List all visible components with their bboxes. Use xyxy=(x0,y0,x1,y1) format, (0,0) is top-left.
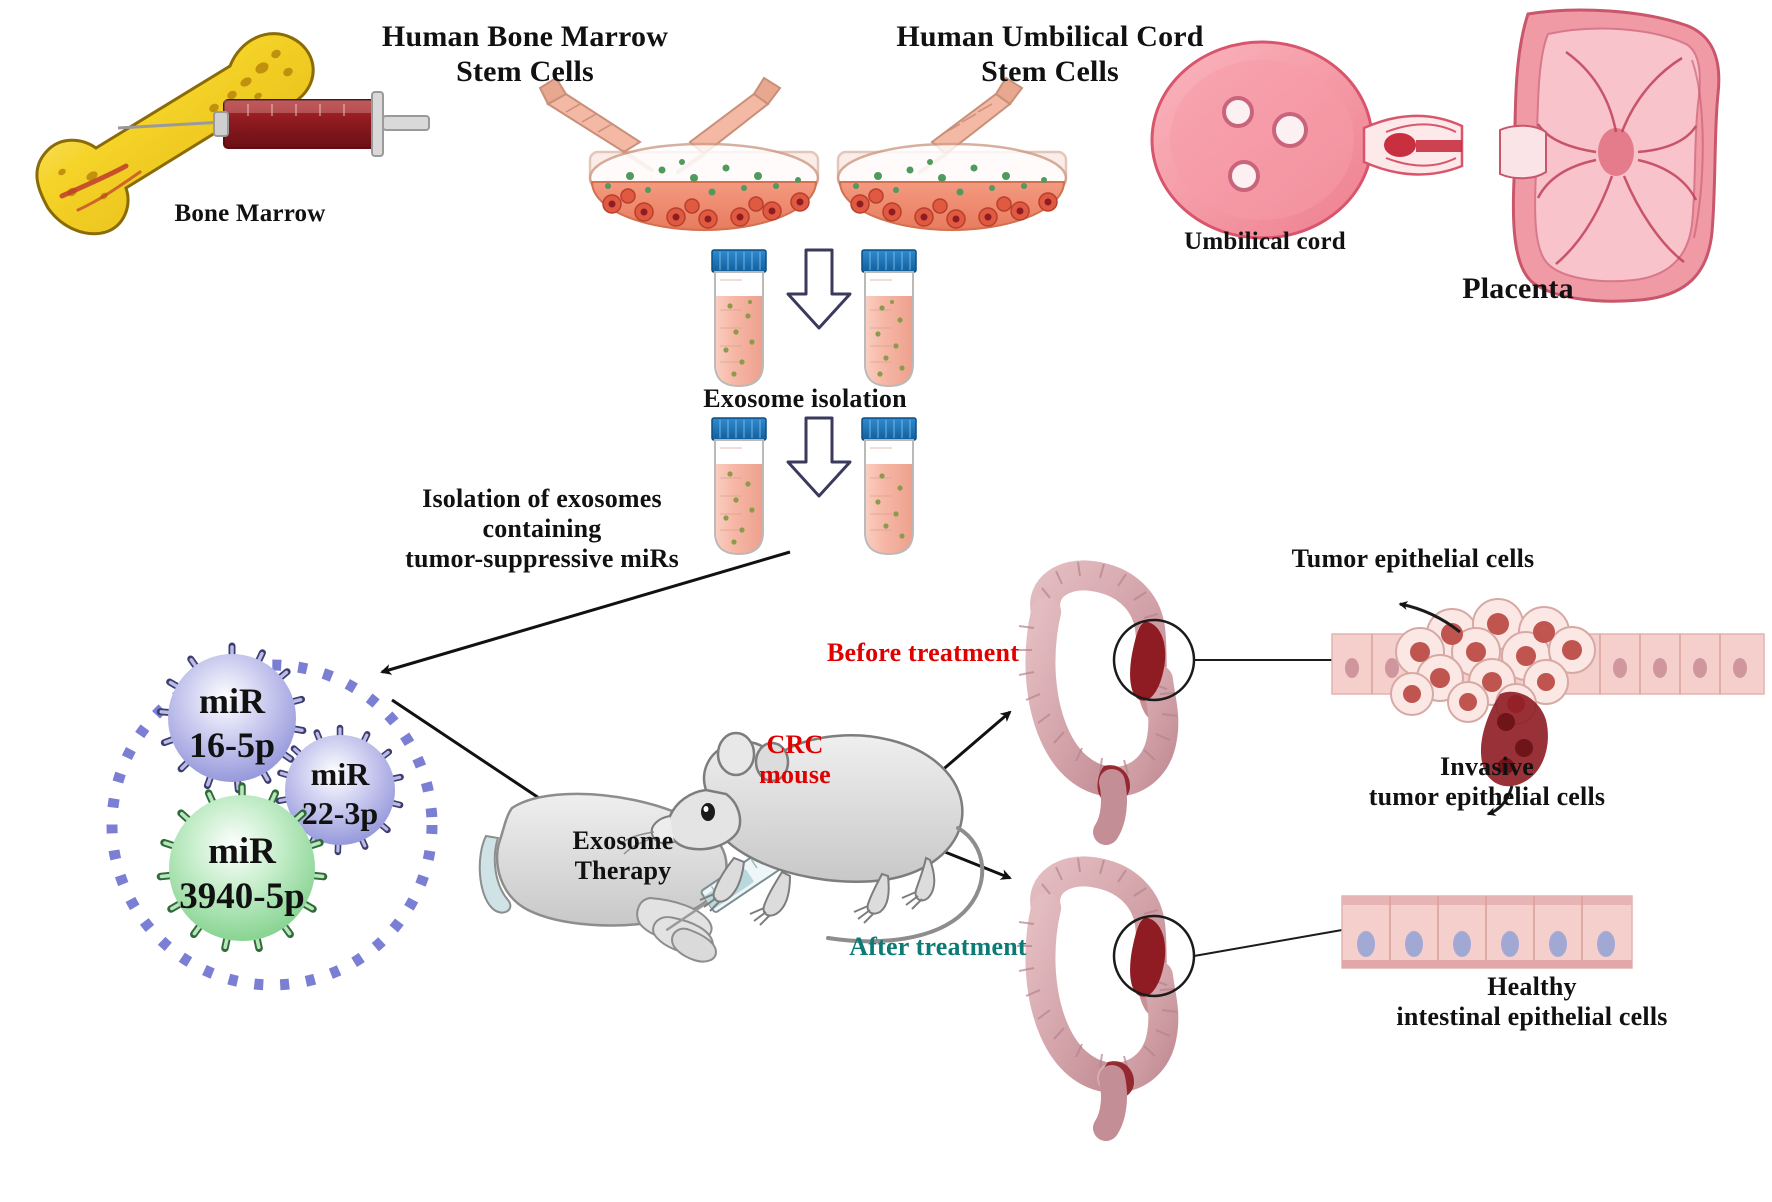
collection-tube-2 xyxy=(861,249,917,387)
vesicle-mir-22-3p: miR 22-3p xyxy=(275,724,404,856)
healthy-epithelium-panel xyxy=(1341,895,1633,969)
crc-mouse-illustration xyxy=(619,731,985,944)
vesicle-mir-16-5p: miR 16-5p xyxy=(156,642,307,794)
bone-marrow-label: Bone Marrow xyxy=(174,200,326,227)
vesicle-label-line2: 16-5p xyxy=(189,725,275,765)
mirna-cargo-circle xyxy=(106,659,438,991)
tube-row-1 xyxy=(711,248,917,387)
healthy-epithelial-cells-label: Healthy intestinal epithelial cells xyxy=(1396,972,1668,1031)
vesicle-label-line1: miR xyxy=(199,681,266,721)
umbilical-cord-label: Umbilical cord xyxy=(1184,228,1346,255)
placenta-label: Placenta xyxy=(1462,272,1574,305)
syringe-bone-marrow xyxy=(117,91,430,157)
colon-after-treatment xyxy=(1017,856,1343,1141)
tumor-epithelial-cells-label: Tumor epithelial cells xyxy=(1291,544,1535,573)
tube-row-2 xyxy=(711,416,917,555)
collection-tube-3 xyxy=(711,417,767,555)
after-treatment-label: After treatment xyxy=(849,932,1027,961)
before-treatment-label: Before treatment xyxy=(826,638,1020,667)
vesicle-label-line1: miR xyxy=(208,831,277,872)
bone-marrow-illustration xyxy=(35,32,315,236)
culture-dish-umbilical-cord xyxy=(836,76,1068,232)
culture-dish-bone-marrow xyxy=(538,76,820,232)
vesicle-label-line2: 3940-5p xyxy=(179,876,304,917)
invasive-tumor-cells-label: Invasive tumor epithelial cells xyxy=(1368,752,1606,811)
vesicle-label-line1: miR xyxy=(311,756,371,792)
collection-tube-1 xyxy=(711,249,767,387)
exosome-isolation-label: Exosome isolation xyxy=(703,384,907,413)
tumor-epithelium-panel xyxy=(1331,598,1765,816)
umbilical-cord-illustration xyxy=(1150,40,1464,240)
vesicle-mir-3940-5p: miR 3940-5p xyxy=(156,782,328,952)
isolation-description: Isolation of exosomes containing tumor-s… xyxy=(405,484,679,573)
bone-marrow-source-title: Human Bone Marrow Stem Cells xyxy=(381,20,669,88)
placenta-illustration xyxy=(1499,8,1721,303)
vesicle-label-line2: 22-3p xyxy=(302,795,378,831)
collection-tube-4 xyxy=(861,417,917,555)
crc-mouse-label: CRC mouse xyxy=(759,730,831,789)
umbilical-source-title: Human Umbilical Cord Stem Cells xyxy=(896,20,1204,88)
exosome-therapy-label: Exosome Therapy xyxy=(572,826,674,885)
colon-before-treatment xyxy=(1017,560,1332,845)
